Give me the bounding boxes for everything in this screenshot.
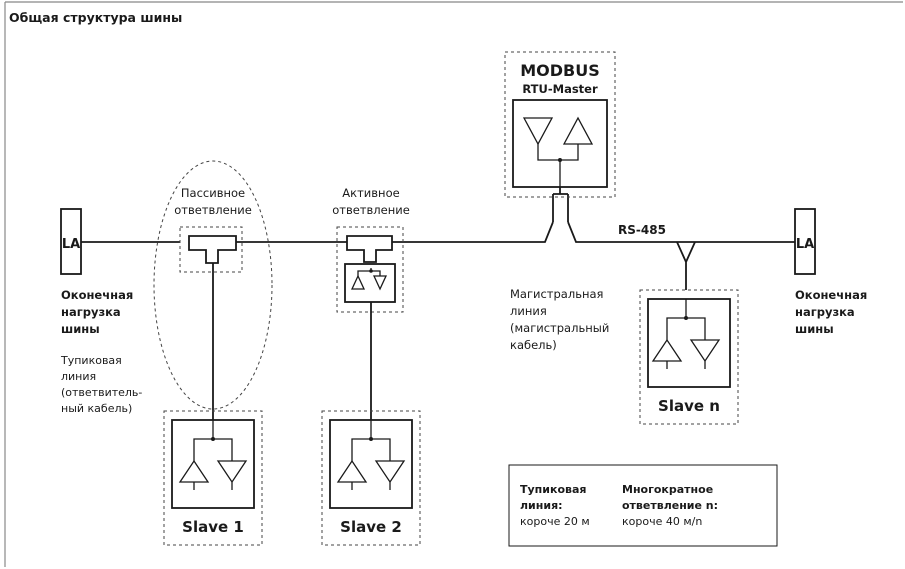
master-dashed-box <box>504 51 616 198</box>
svg-text:ответвление: ответвление <box>174 203 252 217</box>
slave-n-label: Slave n <box>658 397 720 415</box>
slave-2-device-box <box>329 419 413 509</box>
svg-text:кабель): кабель) <box>510 338 557 352</box>
svg-text:линия:: линия: <box>520 499 563 512</box>
passive-tap-dashed-box <box>179 226 243 273</box>
master-subtitle: RTU-Master <box>522 82 598 96</box>
passive-tap-label: Пассивное ответвление <box>174 186 252 217</box>
passive-tap-highlight-ellipse <box>153 160 273 410</box>
passive-tap-t-connector <box>188 235 237 264</box>
slave-1-transceiver-icon <box>178 420 248 490</box>
svg-text:ответвление n:: ответвление n: <box>622 499 718 512</box>
note-multiple-taps: Многократное ответвление n: короче 40 м/… <box>622 483 718 528</box>
svg-text:ответвление: ответвление <box>332 203 410 217</box>
svg-text:Многократное: Многократное <box>622 483 713 496</box>
master-drop-line <box>552 187 569 222</box>
active-tap-t-connector <box>346 235 393 263</box>
master-title: MODBUS <box>520 61 600 80</box>
svg-text:(магистральный: (магистральный <box>510 321 609 335</box>
svg-text:Оконечная: Оконечная <box>61 288 133 302</box>
svg-text:Тупиковая: Тупиковая <box>60 354 122 367</box>
svg-text:короче 20 м: короче 20 м <box>520 515 590 528</box>
trunk-bus-line <box>81 221 795 243</box>
la-right-label: LA <box>796 237 814 252</box>
slave-n-drop-line <box>676 241 696 290</box>
termination-left-label: Оконечная нагрузка шины <box>61 288 133 336</box>
note-stub-line: Тупиковая линия: короче 20 м <box>520 483 590 528</box>
stub-line-label: Тупиковая линия (ответвитель- ный кабель… <box>60 354 142 415</box>
svg-text:шины: шины <box>61 322 100 336</box>
trunk-line-label: Магистральная линия (магистральный кабел… <box>510 287 609 352</box>
svg-text:короче 40 м/n: короче 40 м/n <box>622 515 702 528</box>
slave-n-dashed-box <box>639 289 739 425</box>
svg-text:Пассивное: Пассивное <box>181 186 245 200</box>
la-left-box <box>60 208 82 275</box>
slave-1-label: Slave 1 <box>182 518 244 536</box>
svg-text:нагрузка: нагрузка <box>795 305 855 319</box>
master-transceiver-icon <box>522 116 594 187</box>
svg-text:нагрузка: нагрузка <box>61 305 121 319</box>
active-tap-label: Активное ответвление <box>332 186 410 217</box>
svg-text:Оконечная: Оконечная <box>795 288 867 302</box>
svg-text:шины: шины <box>795 322 834 336</box>
termination-right-label: Оконечная нагрузка шины <box>795 288 867 336</box>
slave-2-dashed-box <box>321 410 421 546</box>
svg-text:Магистральная: Магистральная <box>510 287 603 301</box>
active-tap-amplifier-icon <box>350 268 388 291</box>
la-right-box <box>794 208 816 275</box>
svg-text:(ответвитель-: (ответвитель- <box>61 386 142 399</box>
svg-text:ный кабель): ный кабель) <box>61 402 132 415</box>
svg-text:линия: линия <box>61 370 96 383</box>
slave-2-transceiver-icon <box>336 420 406 490</box>
svg-text:Тупиковая: Тупиковая <box>520 483 586 496</box>
active-tap-dashed-box <box>336 226 404 313</box>
rs485-label: RS-485 <box>618 223 666 237</box>
slave-n-transceiver-icon <box>651 299 721 369</box>
slave-1-dashed-box <box>163 410 263 546</box>
svg-text:Активное: Активное <box>342 186 399 200</box>
slave-2-label: Slave 2 <box>340 518 402 536</box>
figure-title: Общая структура шины <box>9 10 182 25</box>
la-left-label: LA <box>62 237 80 252</box>
svg-text:линия: линия <box>510 304 547 318</box>
notes-box <box>508 464 778 547</box>
figure-frame <box>4 1 903 567</box>
